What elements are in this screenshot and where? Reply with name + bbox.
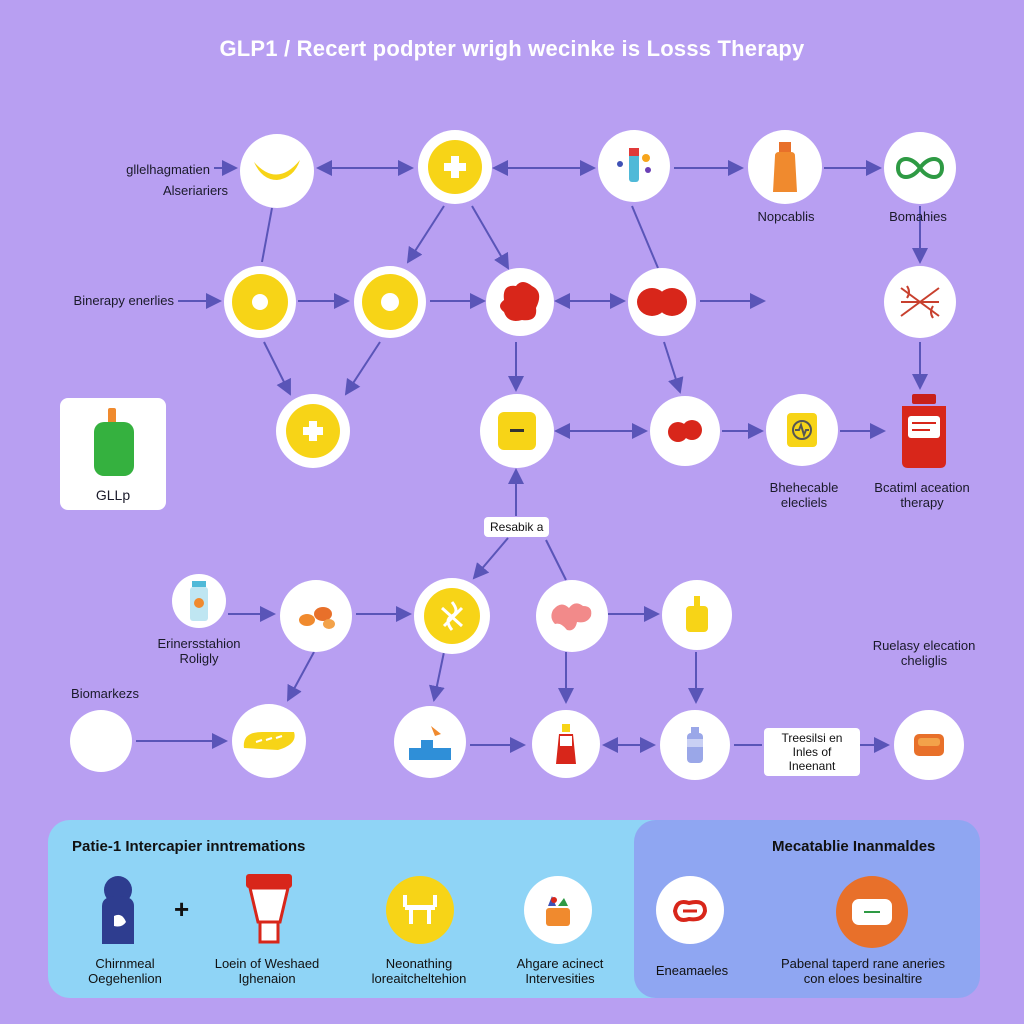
stairs-node[interactable] [394,706,466,778]
label-bcatiml-aceation-therapy: Bcatiml aceation therapy [874,480,970,510]
orange-tablet-icon [914,734,944,756]
yellow-bottle-icon [686,596,708,632]
test-tube-icon [617,148,651,182]
red-loop-icon [672,900,708,922]
glp1-hub-node[interactable] [418,130,492,204]
blue-bottle-node[interactable] [660,710,730,780]
vial-icon [190,581,208,621]
medicine-bottle-icon [773,142,797,192]
orange-pieces-icon [299,607,335,629]
red-pill-node[interactable] [650,396,720,466]
red-blob-node-2[interactable] [628,268,696,336]
tag-resabik: Resabik a [484,517,550,537]
plus-sign: + [174,894,190,924]
yellow-knot-icon [424,588,480,644]
label-bomahies: Bomahies [889,209,947,224]
orange-device-node[interactable] [836,876,908,948]
heart-monitor-icon [787,413,817,447]
infinity-icon [895,157,945,179]
item-eneamaeles: Eneamaeles [655,963,729,978]
panel-right-title: Mecatablie Inanmaldes [772,838,936,855]
banana-node[interactable] [240,134,314,208]
blue-bottle-icon [687,727,703,763]
glp-card[interactable]: GLLp [60,398,166,510]
vial-node[interactable] [172,574,226,628]
yellow-pill-icon [243,732,295,750]
item-pabenal: Pabenal taperd rane aneries con eloes be… [780,956,946,986]
cross-node[interactable] [884,266,956,338]
monitor-node[interactable] [766,394,838,466]
banana-icon [254,160,300,180]
yellow-table-node[interactable] [386,876,454,944]
yellow-circle-icon [362,274,418,330]
yellow-circle-icon [232,274,288,330]
label-gllelhagmatien: gllelhagmatien [126,162,210,177]
tag-treesilsi: Treesilsi en Inles of Ineenant [764,728,860,776]
plus-badge-icon [286,404,340,458]
pink-organ-icon [551,603,592,631]
item-chirnmeal: Chirnmeal Oegehenlion [88,956,162,986]
cup-icon [546,896,570,926]
orange-tablet-node[interactable] [894,710,964,780]
green-pen-icon [94,408,134,476]
minus-square-icon [498,412,536,450]
cup-node[interactable] [524,876,592,944]
item-loein: Loein of Weshaed Ighenaion [214,956,320,986]
label-nopcablis: Nopcablis [757,209,815,224]
blender-icon [246,874,292,944]
label-bhehecable-elecliels: Bhehecable elecliels [769,480,839,510]
minus-node[interactable] [480,394,554,468]
label-binerapy-enerlies: Binerapy enerlies [73,293,174,308]
crossed-lines-icon [900,285,940,319]
red-blob-node-1[interactable] [486,268,554,336]
yellow-node-1[interactable] [224,266,296,338]
red-bottle-icon [556,724,576,764]
yellow-node-2[interactable] [354,266,426,338]
label-ruelasy-elecation-cheliglis: Ruelasy elecation cheliglis [872,638,976,668]
bottle-node[interactable] [748,130,822,204]
pink-organ-node[interactable] [536,580,608,652]
stairs-icon [409,726,451,760]
page-title: GLP1 / Recert podpter wrigh wecinke is L… [219,36,805,61]
label-biomarkezs: Biomarkezs [71,686,139,701]
red-loop-node[interactable] [656,876,724,944]
label-alseriariers: Alseriariers [162,183,228,198]
card-label: GLLp [95,487,131,503]
red-blob-icon [637,288,687,316]
yellow-pill-node[interactable] [232,704,306,778]
yellow-bottle-node[interactable] [662,580,732,650]
item-neonathing: Neonathing loreaitcheltehion [371,956,467,986]
red-jar-icon [902,394,946,468]
label-erinersstahion-roligly: Erinersstahion Roligly [157,636,241,666]
item-ahgare: Ahgare acinect Intervesities [516,956,604,986]
red-blob-icon [500,282,540,321]
table-chairs-icon [403,895,437,924]
lab-vial-node[interactable] [598,130,670,202]
red-pill-icon [668,420,702,442]
yellow-plus-node[interactable] [276,394,350,468]
orange-pieces-node[interactable] [280,580,352,652]
yellow-diagram-node[interactable] [414,578,490,654]
plus-badge-icon [428,140,482,194]
red-bottle-node[interactable] [532,710,600,778]
empty-node[interactable] [70,710,132,772]
person-icon [102,876,134,944]
infinity-node[interactable] [884,132,956,204]
panel-left-title: Patie-1 Intercapier inntremations [72,838,306,855]
display-device-icon [852,899,892,925]
